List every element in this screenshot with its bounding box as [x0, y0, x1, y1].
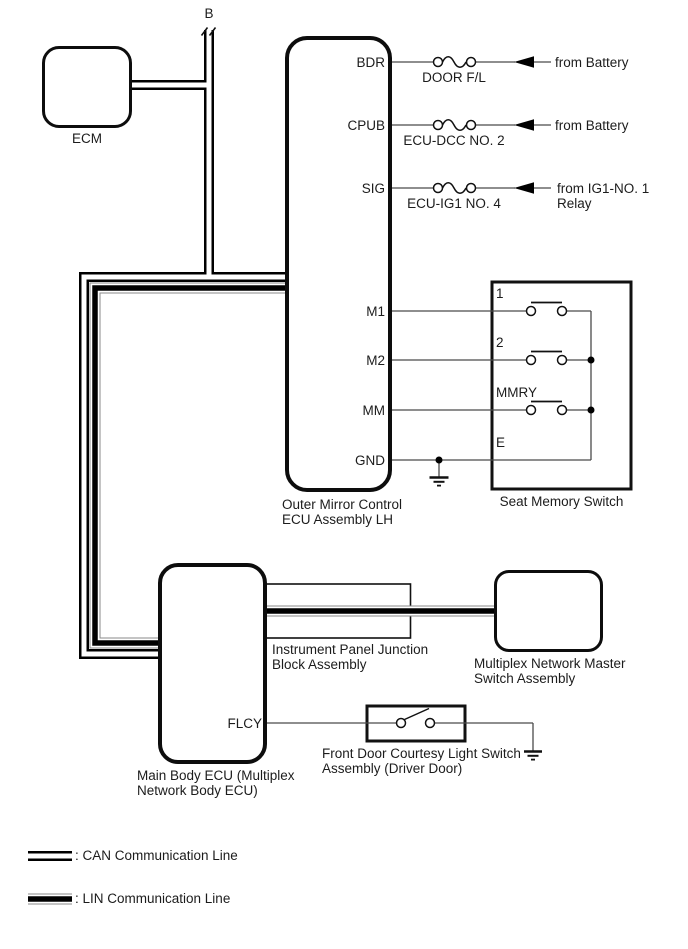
- connector-b-tick-icon: [200, 27, 217, 36]
- courtesy-switch-label-line2: Assembly (Driver Door): [322, 761, 463, 776]
- pin-mm: MM: [362, 402, 386, 418]
- main-body-ecu-label-line2: Network Body ECU): [137, 783, 258, 798]
- fuse-ecu-dcc-label: ECU-DCC NO. 2: [403, 133, 505, 148]
- junction-dot: [435, 356, 595, 464]
- source-battery-1: from Battery: [555, 54, 629, 70]
- pin-m2: M2: [366, 352, 385, 368]
- master-switch-label-line1: Multiplex Network Master: [474, 656, 626, 671]
- pin-m1: M1: [366, 303, 385, 319]
- courtesy-switch-label-line1: Front Door Courtesy Light Switch: [322, 746, 521, 761]
- outer-mirror-ecu-label-line1: Outer Mirror Control: [282, 497, 403, 512]
- junction-block-label-line2: Block Assembly: [272, 657, 367, 672]
- signal-wires: [265, 61, 592, 751]
- main-body-ecu-box: [158, 563, 267, 764]
- switch-contact-icon: [525, 301, 568, 416]
- sms-pin-1: 1: [496, 286, 504, 301]
- fuse-ecu-ig1-label: ECU-IG1 NO. 4: [407, 196, 501, 211]
- seat-memory-switch-label: Seat Memory Switch: [499, 494, 624, 509]
- pin-flcy: FLCY: [227, 715, 262, 731]
- can-line: [79, 30, 288, 659]
- pin-bdr: BDR: [356, 54, 385, 70]
- outer-mirror-ecu-label-line2: ECU Assembly LH: [282, 512, 394, 527]
- main-body-ecu-label-line1: Main Body ECU (Multiplex: [137, 768, 295, 783]
- junction-block-label-line1: Instrument Panel Junction: [272, 642, 429, 657]
- pin-gnd: GND: [355, 452, 385, 468]
- ecm-label: ECM: [72, 131, 102, 146]
- master-switch-label-line2: Switch Assembly: [474, 671, 576, 686]
- outer-mirror-ecu-box: [285, 36, 392, 492]
- source-ig1-relay-line2: Relay: [557, 195, 592, 211]
- fuse-icon: [432, 56, 477, 194]
- legend-can-label: : CAN Communication Line: [75, 848, 238, 863]
- fuse-door-fl-label: DOOR F/L: [422, 70, 486, 85]
- source-ig1-relay-line1: from IG1-NO. 1: [557, 180, 650, 196]
- sms-pin-e: E: [496, 435, 506, 450]
- courtesy-switch-contact-icon: [395, 707, 436, 729]
- arrow-icon: [514, 56, 534, 194]
- ground-icon: [429, 476, 542, 761]
- ecm-box: [42, 46, 132, 128]
- legend-lin-label: : LIN Communication Line: [75, 891, 231, 906]
- sms-pin-mmry: MMRY: [496, 385, 538, 400]
- pin-sig: SIG: [361, 180, 385, 196]
- master-switch-box: [494, 570, 603, 652]
- connector-b-label: B: [204, 6, 214, 21]
- pin-cpub: CPUB: [347, 117, 385, 133]
- source-battery-2: from Battery: [555, 117, 629, 133]
- seat-memory-switch-box: [490, 280, 633, 491]
- lin-line: [89, 282, 496, 649]
- sms-pin-2: 2: [496, 335, 504, 350]
